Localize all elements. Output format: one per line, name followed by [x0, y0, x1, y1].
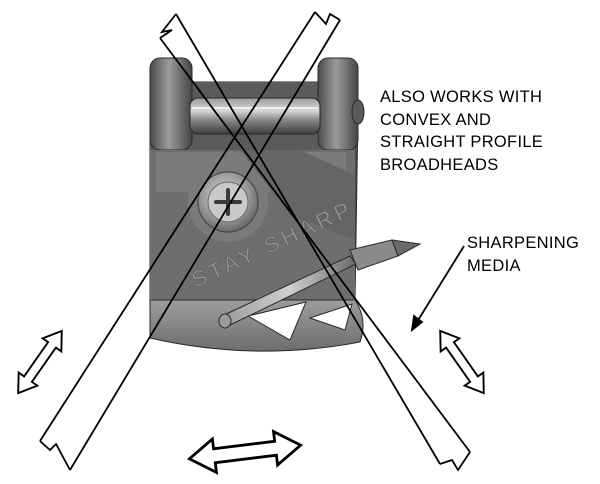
label-line: SHARPENING [467, 234, 580, 252]
note-line: CONVEX AND [380, 110, 492, 129]
rod-left-edge-a [39, 11, 316, 442]
rod-right-edge-a [175, 13, 441, 465]
double-arrow-bottom-icon [185, 427, 305, 477]
rod-right-edge-b [159, 37, 471, 453]
sharpening-media-label: SHARPENING MEDIA [467, 232, 579, 277]
broadhead-arrow [218, 239, 422, 329]
label-line: MEDIA [467, 256, 521, 275]
sharpener-body: STAY SHARP [149, 57, 365, 301]
double-arrow-left-icon [7, 323, 73, 401]
rod-left-edge-b [69, 19, 341, 471]
sharpening-rods [39, 11, 471, 471]
note-line: ALSO WORKS WITH [380, 88, 543, 106]
sharpener-base [149, 299, 364, 352]
double-arrow-right-icon [429, 323, 495, 401]
sharpening-media-leader [410, 245, 465, 333]
convex-profile-note: ALSO WORKS WITH CONVEX AND STRAIGHT PROF… [380, 86, 543, 176]
note-line: STRAIGHT PROFILE [380, 133, 544, 151]
break-marks [39, 11, 471, 472]
note-line: BROADHEADS [380, 155, 499, 174]
